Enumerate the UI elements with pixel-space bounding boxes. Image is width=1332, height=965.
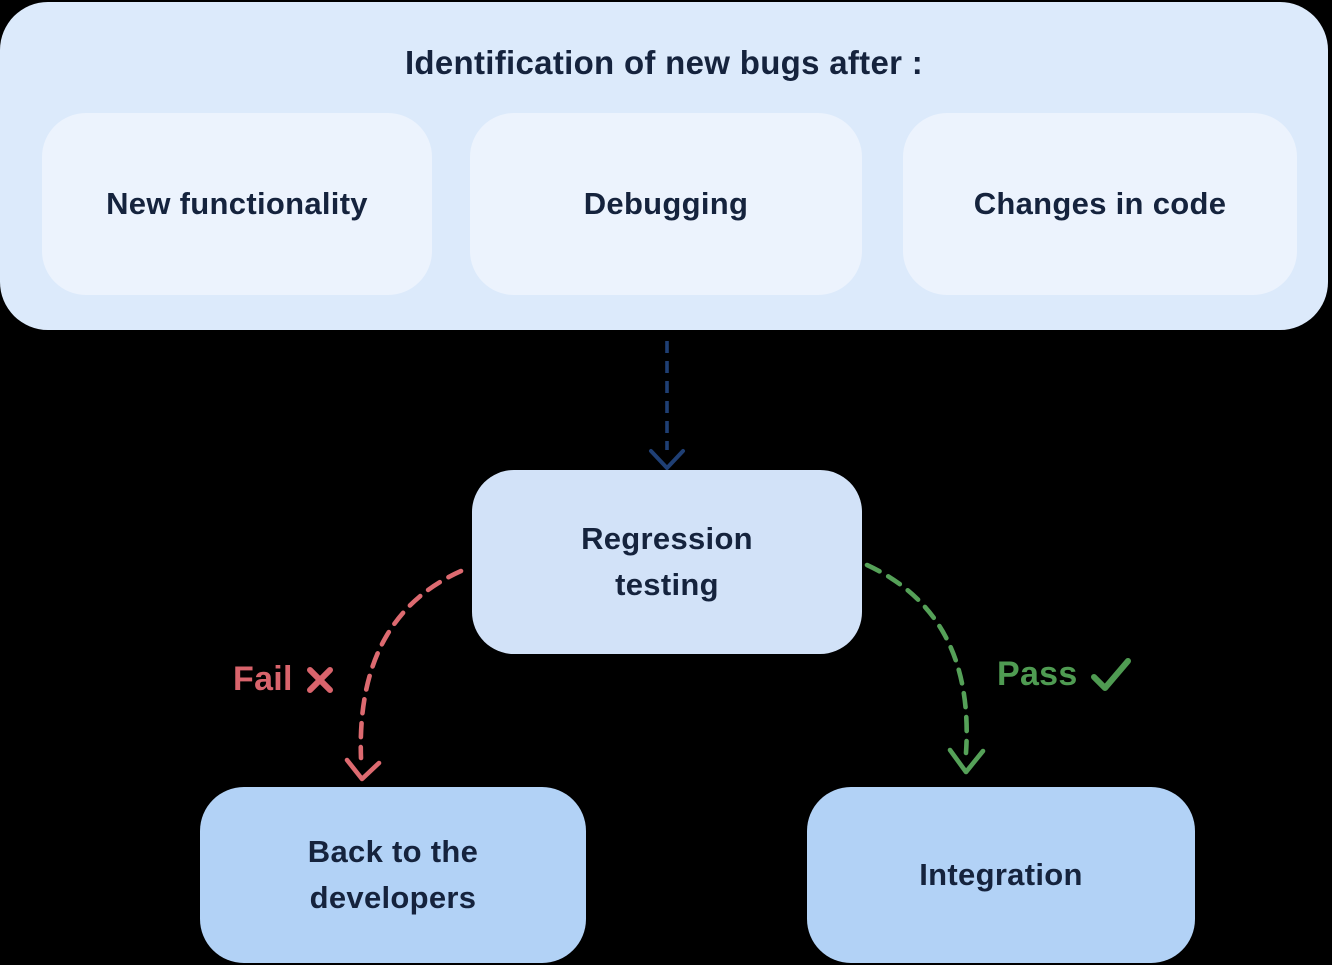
node-integration: Integration — [807, 787, 1195, 963]
fail-label-text: Fail — [233, 660, 293, 698]
node-label-line: Regression — [581, 521, 753, 556]
trigger-label: Debugging — [583, 186, 749, 221]
down-arrow — [649, 341, 685, 470]
trigger-box-changes-in-code: Changes in code — [903, 113, 1297, 295]
node-label-line: Back to the — [307, 834, 479, 869]
fail-edge-label: Fail — [233, 660, 335, 699]
panel-title: Identification of new bugs after : — [404, 44, 924, 81]
trigger-label: Changes in code — [973, 186, 1227, 221]
pass-arrow — [864, 562, 986, 775]
trigger-label: New functionality — [106, 186, 368, 221]
cross-icon — [306, 666, 333, 693]
node-back-to-developers: Back to the developers — [200, 787, 586, 963]
trigger-box-new-functionality: New functionality — [42, 113, 432, 295]
node-regression-testing: Regression testing — [472, 470, 862, 654]
node-label: Integration — [919, 857, 1083, 892]
pass-edge-label: Pass — [997, 655, 1132, 694]
check-icon — [1090, 657, 1131, 691]
pass-label-text: Pass — [997, 655, 1078, 693]
fail-arrow — [344, 568, 464, 782]
node-label-line: testing — [615, 567, 719, 602]
node-label-line: developers — [309, 880, 477, 915]
identification-panel: Identification of new bugs after : New f… — [0, 2, 1328, 330]
trigger-box-debugging: Debugging — [470, 113, 862, 295]
